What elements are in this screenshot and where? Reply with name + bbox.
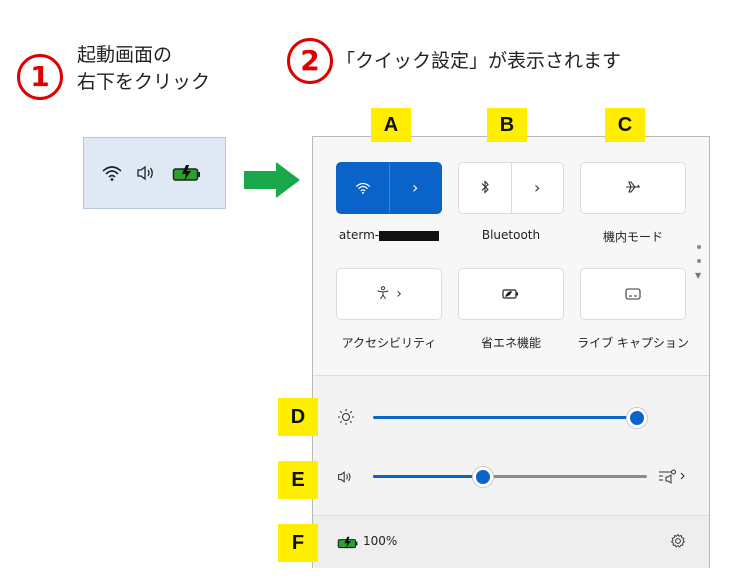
label-a: A [371, 108, 411, 142]
accessibility-tile-label: アクセシビリティ [341, 336, 437, 350]
wifi-icon [102, 165, 122, 185]
page-down-icon[interactable]: ▼ [695, 271, 702, 280]
energy-saver-tile[interactable] [458, 268, 564, 320]
wifi-icon [355, 179, 371, 198]
wifi-expand-button[interactable]: › [389, 163, 441, 213]
bluetooth-tile-label: Bluetooth [481, 228, 541, 242]
step-1-number: 1 [17, 54, 63, 100]
label-e: E [278, 461, 318, 499]
step-1-text: 起動画面の 右下をクリック [77, 44, 211, 93]
tile-separator [388, 163, 390, 213]
brightness-icon [337, 408, 355, 430]
airplane-icon [625, 179, 641, 198]
accessibility-tile[interactable]: › [336, 268, 442, 320]
volume-slider-fill [373, 475, 483, 478]
page-dot[interactable] [697, 259, 701, 263]
divider [313, 375, 709, 376]
accessibility-icon [376, 285, 390, 304]
gear-icon[interactable] [670, 533, 686, 553]
chevron-right-icon: › [534, 178, 541, 197]
chevron-right-icon: › [396, 286, 402, 302]
volume-slider-thumb[interactable] [472, 467, 493, 487]
chevron-right-icon: › [412, 178, 419, 197]
label-c: C [605, 108, 645, 142]
battery-percentage: 100% [363, 534, 398, 548]
page-dot[interactable] [697, 245, 701, 249]
battery-charging-icon [172, 164, 202, 186]
step-2-number: 2 [287, 38, 333, 84]
tile-separator [510, 163, 512, 213]
live-captions-tile-label: ライブ キャプション [577, 336, 689, 350]
divider [313, 515, 709, 516]
label-b: B [487, 108, 527, 142]
airplane-mode-tile-label: 機内モード [602, 230, 663, 244]
wifi-tile-label: aterm- [324, 228, 454, 242]
bluetooth-expand-button[interactable]: › [511, 163, 563, 213]
energy-saver-icon [502, 285, 520, 304]
volume-slider-track[interactable] [373, 475, 647, 478]
bluetooth-icon [480, 179, 490, 198]
live-captions-icon [625, 285, 641, 304]
energy-saver-tile-label: 省エネ機能 [480, 336, 541, 350]
airplane-mode-tile[interactable] [580, 162, 686, 214]
redacted-network-name [379, 230, 440, 241]
bluetooth-tile[interactable]: › [458, 162, 564, 214]
wifi-toggle[interactable] [337, 163, 389, 213]
taskbar-tray[interactable] [83, 137, 226, 209]
step-2-text: 「クイック設定」が表示されます [336, 50, 622, 72]
wifi-tile[interactable]: › [336, 162, 442, 214]
battery-charging-icon[interactable] [337, 534, 359, 553]
panel-footer [313, 515, 709, 568]
speaker-icon [136, 165, 156, 185]
brightness-slider-thumb[interactable] [627, 408, 647, 428]
speaker-icon[interactable] [337, 469, 353, 488]
label-d: D [278, 398, 318, 436]
quick-settings-panel: › › aterm- Bluetooth 機内モード [312, 136, 710, 568]
green-arrow [244, 162, 300, 202]
live-captions-tile[interactable] [580, 268, 686, 320]
bluetooth-toggle[interactable] [459, 163, 511, 213]
audio-output-icon[interactable] [657, 467, 687, 489]
label-f: F [278, 524, 318, 562]
brightness-slider-track[interactable] [373, 416, 637, 419]
